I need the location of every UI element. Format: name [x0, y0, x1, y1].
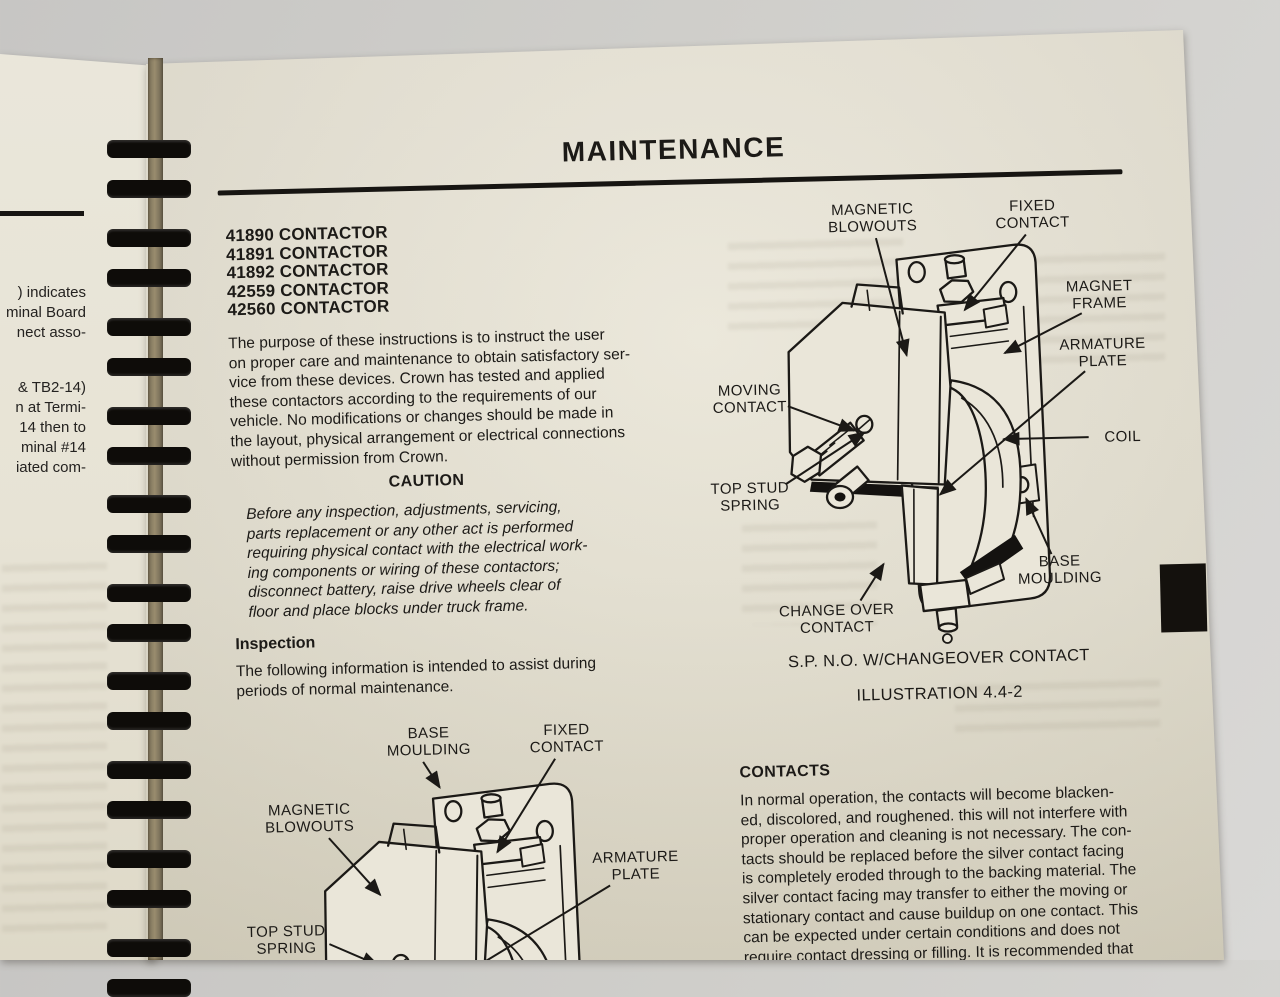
label-magnet-frame: FRAME — [1072, 294, 1127, 312]
page-title: MAINTENANCE — [561, 131, 786, 168]
arrow-fixed-contact — [496, 758, 556, 854]
label-armature-plate: ARMATURE — [592, 848, 679, 867]
binding-tooth — [107, 140, 191, 198]
arrow-coil — [1001, 431, 1089, 446]
left-page-fragment-top: ) indicates minal Board nect asso- — [5, 284, 86, 341]
label-magnetic-blowouts: MAGNETIC — [831, 200, 914, 219]
caution-heading: CAUTION — [388, 471, 465, 491]
arrow-change-over-contact — [859, 562, 885, 602]
label-magnet-frame: MAGNET — [1066, 277, 1133, 296]
arrow-magnet-frame — [1003, 312, 1083, 354]
caution-paragraph: Before any inspection, adjustments, serv… — [246, 498, 588, 621]
label-base-moulding: BASE — [1039, 552, 1081, 570]
arrow-magnetic-blowouts — [328, 837, 382, 897]
binding-tooth — [107, 939, 191, 997]
label-top-stud-spring: TOP STUD — [710, 479, 789, 498]
contactor-diagram-changeover: MAGNETIC BLOWOUTS FIXED CONTACT MAGNET F… — [710, 197, 1146, 648]
label-armature-plate: ARMATURE — [1059, 335, 1146, 354]
contactor-item: 42560 CONTACTOR — [227, 296, 390, 320]
inspection-heading: Inspection — [235, 634, 316, 654]
label-magnetic-blowouts: BLOWOUTS — [265, 818, 354, 837]
label-armature-plate: PLATE — [1079, 352, 1128, 370]
label-top-stud-spring: SPRING — [720, 496, 780, 514]
label-coil: COIL — [1104, 428, 1141, 446]
binding-tooth — [107, 407, 191, 465]
label-fixed-contact: FIXED — [1009, 197, 1056, 215]
label-magnetic-blowouts: BLOWOUTS — [828, 217, 917, 236]
contactor-list: 41890 CONTACTOR 41891 CONTACTOR 41892 CO… — [225, 223, 390, 321]
arrow-fixed-contact — [963, 233, 1027, 312]
label-base-moulding: MOULDING — [387, 741, 471, 760]
binding-tooth — [107, 672, 191, 730]
arrow-top-stud-spring — [329, 943, 380, 960]
label-fixed-contact: FIXED — [543, 721, 590, 739]
contacts-paragraph: In normal operation, the contacts will b… — [739, 783, 1139, 967]
illustration-label: ILLUSTRATION 4.4-2 — [856, 682, 1024, 705]
binding-tooth — [107, 229, 191, 287]
manual-page: MAINTENANCE 41890 CONTACTOR 41891 CONTAC… — [146, 30, 1224, 960]
arrow-moving-contact — [787, 405, 857, 432]
binding-tooth — [107, 761, 191, 819]
arrow-armature-plate — [479, 884, 611, 960]
contacts-heading: CONTACTS — [739, 762, 831, 782]
label-moving-contact: CONTACT — [713, 398, 788, 417]
binding-tooth — [107, 495, 191, 553]
label-fixed-contact: CONTACT — [530, 738, 605, 757]
label-change-over-contact: CHANGE OVER — [779, 601, 895, 621]
label-top-stud-spring: SPRING — [256, 939, 316, 957]
arrow-base-moulding — [422, 761, 441, 789]
binding-tooth — [107, 850, 191, 908]
contactor-diagram-bottom: BASE MOULDING FIXED CONTACT MAGNETIC BLO… — [247, 721, 679, 960]
label-moving-contact: MOVING — [718, 381, 782, 399]
label-base-moulding: MOULDING — [1018, 569, 1102, 588]
arrow-base-moulding — [1025, 497, 1053, 555]
photo-surface: ) indicates minal Board nect asso- & TB2… — [0, 30, 1224, 997]
inspection-paragraph: The following information is intended to… — [235, 654, 597, 700]
edge-index-tab — [1159, 563, 1208, 633]
arrow-magnetic-blowouts — [874, 237, 910, 358]
intro-paragraph: The purpose of these instructions is to … — [228, 326, 631, 470]
label-change-over-contact: CONTACT — [800, 618, 875, 637]
binding-tooth — [107, 318, 191, 376]
label-base-moulding: BASE — [407, 724, 449, 742]
label-fixed-contact: CONTACT — [995, 214, 1070, 233]
label-magnetic-blowouts: MAGNETIC — [268, 801, 351, 820]
label-armature-plate: PLATE — [611, 865, 660, 883]
arrow-top-stud-spring — [785, 431, 866, 486]
binding-tooth — [107, 584, 191, 642]
label-top-stud-spring: TOP STUD — [247, 922, 326, 941]
page-content: MAINTENANCE 41890 CONTACTOR 41891 CONTAC… — [217, 131, 1208, 967]
left-page-rule — [0, 211, 84, 216]
left-page-fragment-bottom: & TB2-14) n at Termi- 14 then to minal #… — [15, 379, 86, 476]
